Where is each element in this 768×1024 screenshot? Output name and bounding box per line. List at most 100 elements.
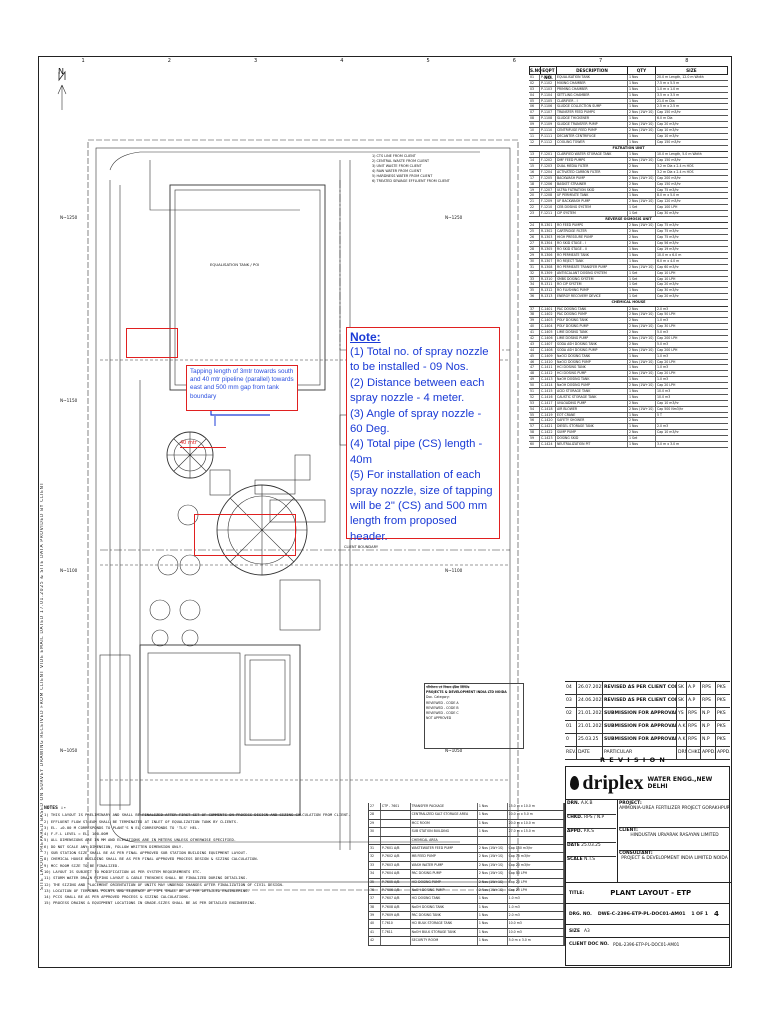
revision-cell: REV. <box>565 747 577 759</box>
client-boundary-label: CLIENT BOUNDARY <box>344 545 379 549</box>
table-cell: DOSING SKID <box>556 436 628 442</box>
revision-cell: A.P <box>687 695 701 707</box>
table-cell: SLUDGE COLLECTION SUMP <box>556 104 628 110</box>
table-cell: DMF FEED PUMPS <box>556 158 628 163</box>
consultant-row: CONSULTANT:PROJECT & DEVELOPMENT INDIA L… <box>619 851 728 861</box>
table-cell: HCl DOSING TANK <box>556 365 628 371</box>
revision-cell: REVISED AS PER CLIENT COMMENTS & LOCATIO… <box>603 695 677 707</box>
table-cell: 50 <box>529 383 540 389</box>
table-cell: C-1424 <box>540 442 556 447</box>
table-cell: 48 <box>529 371 540 377</box>
table-cell: Cap 60 m3/hr <box>657 264 679 269</box>
table-cell: 05 <box>529 98 540 104</box>
table-cell: 2 Nos <box>628 235 656 241</box>
table-cell: Cap 120 m3/hr <box>657 199 681 204</box>
size-row: SIZE A3 <box>566 925 729 938</box>
sheet-number: 1 OF 1 <box>691 911 709 917</box>
table-cell: C-1411 <box>540 365 556 371</box>
table-cell: 3.0 m x 3.0 m <box>657 442 680 447</box>
table-cell: 07 <box>529 110 540 116</box>
table-cell: BASKET STRAINER <box>556 181 628 187</box>
table-cell: DECANTER CENTRIFUGE <box>556 133 628 139</box>
table-cell: Cap 10 m3/hr <box>657 430 679 435</box>
revision-cell: 21.01.2025 <box>577 708 603 720</box>
table-cell: Cap 20 LPH <box>657 371 676 376</box>
table-cell: Cap 150 m3/hr <box>508 844 564 853</box>
table-cell <box>381 819 411 828</box>
revision-cell: N.P <box>701 734 716 746</box>
note-item: 15) PROCESS DRAINS & EQUIPMENT LOCATIONS… <box>44 900 257 906</box>
table-cell: 52 <box>529 394 540 400</box>
tapping-note: Tapping length of 3mtr towards south and… <box>186 365 298 411</box>
table-cell: C-1414 <box>540 383 556 389</box>
table-cell: 2 Nos (1W+1S) <box>628 312 656 318</box>
revision-cell: APPD. <box>701 747 716 759</box>
table-cell: CHEMICAL AREA <box>411 836 478 844</box>
grid-label: 6 <box>512 58 516 64</box>
table-cell: R-1305 <box>540 247 556 252</box>
table-cell: RO SKID STAGE - II <box>556 247 628 252</box>
table-cell: Cap 50 LPH <box>508 870 564 878</box>
revision-cell: PKS <box>717 698 726 703</box>
table-cell: 10.0 m3 <box>657 394 671 399</box>
table-cell: C-1418 <box>540 406 556 412</box>
table-cell: 2 Nos (1W+1S) <box>478 853 508 861</box>
note-item: 4) F.F.L LEVEL = EL. 100.00M <box>44 831 109 837</box>
table-cell: 1 Nos <box>628 258 656 264</box>
table-cell: PAC DOSING TANK <box>556 306 628 312</box>
table-cell: Cap 200 LPH <box>657 347 678 352</box>
table-cell: C-1422 <box>540 430 556 436</box>
table-cell: 02 <box>529 80 540 86</box>
table-cell: Cap 200 m3/hr <box>657 175 681 180</box>
column-header: EQPT NO. <box>541 67 557 80</box>
table-cell: 5.0 m3 <box>657 330 669 335</box>
table-cell: 49 <box>529 377 540 383</box>
note-item: 11) STORM WATER DRAIN PIPING LAYOUT & CA… <box>44 875 248 881</box>
table-cell: 3.2 m Dia x 2.4 m HOS <box>657 163 694 168</box>
table-cell: Cap 30 m3/hr <box>657 288 679 293</box>
table-cell: 2 Nos <box>628 181 656 187</box>
table-cell: Cap 10 LPH <box>657 270 676 275</box>
table-cell: 26 <box>529 235 540 241</box>
table-cell: RO CIP SYSTEM <box>556 282 628 288</box>
note-item: 3) EL. +0.00 M CORRESPONDS TO PLANT'S N … <box>44 824 200 830</box>
table-cell: POLY DOSING TANK <box>556 318 628 324</box>
table-cell <box>381 937 411 945</box>
legend-item: 6) TREATED SEWAGE EFFLUENT FROM CLIENT <box>372 179 450 183</box>
table-cell: 34 <box>369 870 381 878</box>
table-cell: 17 <box>529 175 540 181</box>
drawn-row: DRN. A.K.B <box>567 801 616 815</box>
table-cell: 1 Nos <box>478 937 508 945</box>
table-cell: F-1208 <box>540 193 556 199</box>
table-cell: 1 Nos <box>478 920 508 928</box>
revision-cell: N.P <box>701 708 716 720</box>
table-cell: R-1312 <box>540 288 556 294</box>
table-cell: NaOH BULK STORAGE TANK <box>411 928 478 937</box>
table-cell: 1 Nos <box>628 394 656 400</box>
revision-cell: 01 <box>565 721 577 733</box>
revision-cell: SK <box>677 695 687 707</box>
table-cell: Cap 20 m3/hr <box>657 294 679 299</box>
table-cell: RO PERMEATE TANK <box>556 252 628 258</box>
table-cell: R-1308 <box>540 264 556 270</box>
table-cell: ANTISCALANT DOSING SYSTEM <box>556 270 628 276</box>
table-cell: R-1313 <box>540 294 556 300</box>
table-cell: 6.0 m Dia <box>657 116 673 121</box>
revision-cell: PKS <box>717 711 726 716</box>
table-cell: 24 <box>529 223 540 229</box>
revision-cell: 03 <box>565 695 577 707</box>
revision-cell: APPD. <box>717 750 730 755</box>
note-item: 14) PCCS SHALL BE AS PER APPROVED PROCES… <box>44 894 191 900</box>
